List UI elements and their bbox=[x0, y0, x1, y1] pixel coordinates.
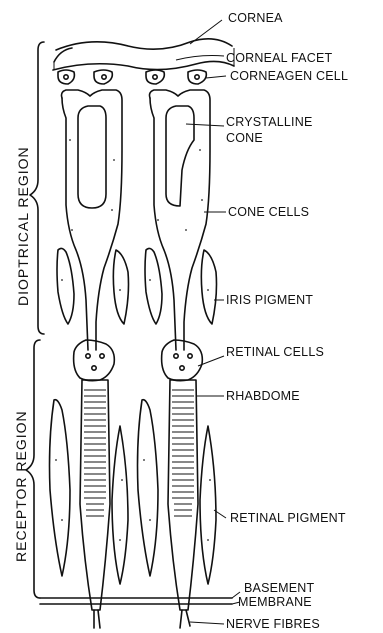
dioptrical-region-label: DIOPTRICAL REGION bbox=[15, 146, 31, 306]
crystalline-cone-right bbox=[166, 106, 194, 206]
label-corneagen-cell: CORNEAGEN CELL bbox=[230, 69, 348, 83]
corneagen-cells bbox=[58, 70, 206, 84]
label-cone-cells: CONE CELLS bbox=[228, 205, 309, 219]
crystalline-cone-left bbox=[78, 106, 106, 208]
label-basement-membrane-line2: MEMBRANE bbox=[238, 595, 312, 609]
rhabdome-right bbox=[168, 380, 198, 610]
ommatidium-right bbox=[138, 90, 217, 628]
label-crystalline-cone-line1: CRYSTALLINE bbox=[226, 115, 313, 129]
label-cornea: CORNEA bbox=[228, 11, 283, 25]
cornea bbox=[53, 39, 234, 70]
label-rhabdome: RHABDOME bbox=[226, 389, 300, 403]
label-retinal-cells: RETINAL CELLS bbox=[226, 345, 324, 359]
receptor-region-label: RECEPTOR REGION bbox=[13, 410, 29, 562]
label-nerve-fibres: NERVE FIBRES bbox=[226, 617, 320, 631]
rhabdome-left bbox=[80, 380, 110, 610]
dioptrical-region-bracket bbox=[30, 42, 44, 334]
iris-pigment-left bbox=[57, 248, 129, 324]
ommatidium-left bbox=[50, 90, 129, 628]
iris-pigment-right bbox=[145, 248, 217, 324]
label-basement-membrane-line1: BASEMENT bbox=[244, 581, 315, 595]
retinal-cells-left bbox=[74, 340, 115, 381]
basement-membrane bbox=[40, 598, 232, 604]
label-corneal-facet: CORNEAL FACET bbox=[226, 51, 332, 65]
label-retinal-pigment: RETINAL PIGMENT bbox=[230, 511, 346, 525]
label-iris-pigment: IRIS PIGMENT bbox=[226, 293, 313, 307]
label-crystalline-cone-line2: CONE bbox=[226, 131, 263, 145]
retinal-cells-right bbox=[162, 340, 203, 381]
leader-lines bbox=[176, 20, 240, 624]
